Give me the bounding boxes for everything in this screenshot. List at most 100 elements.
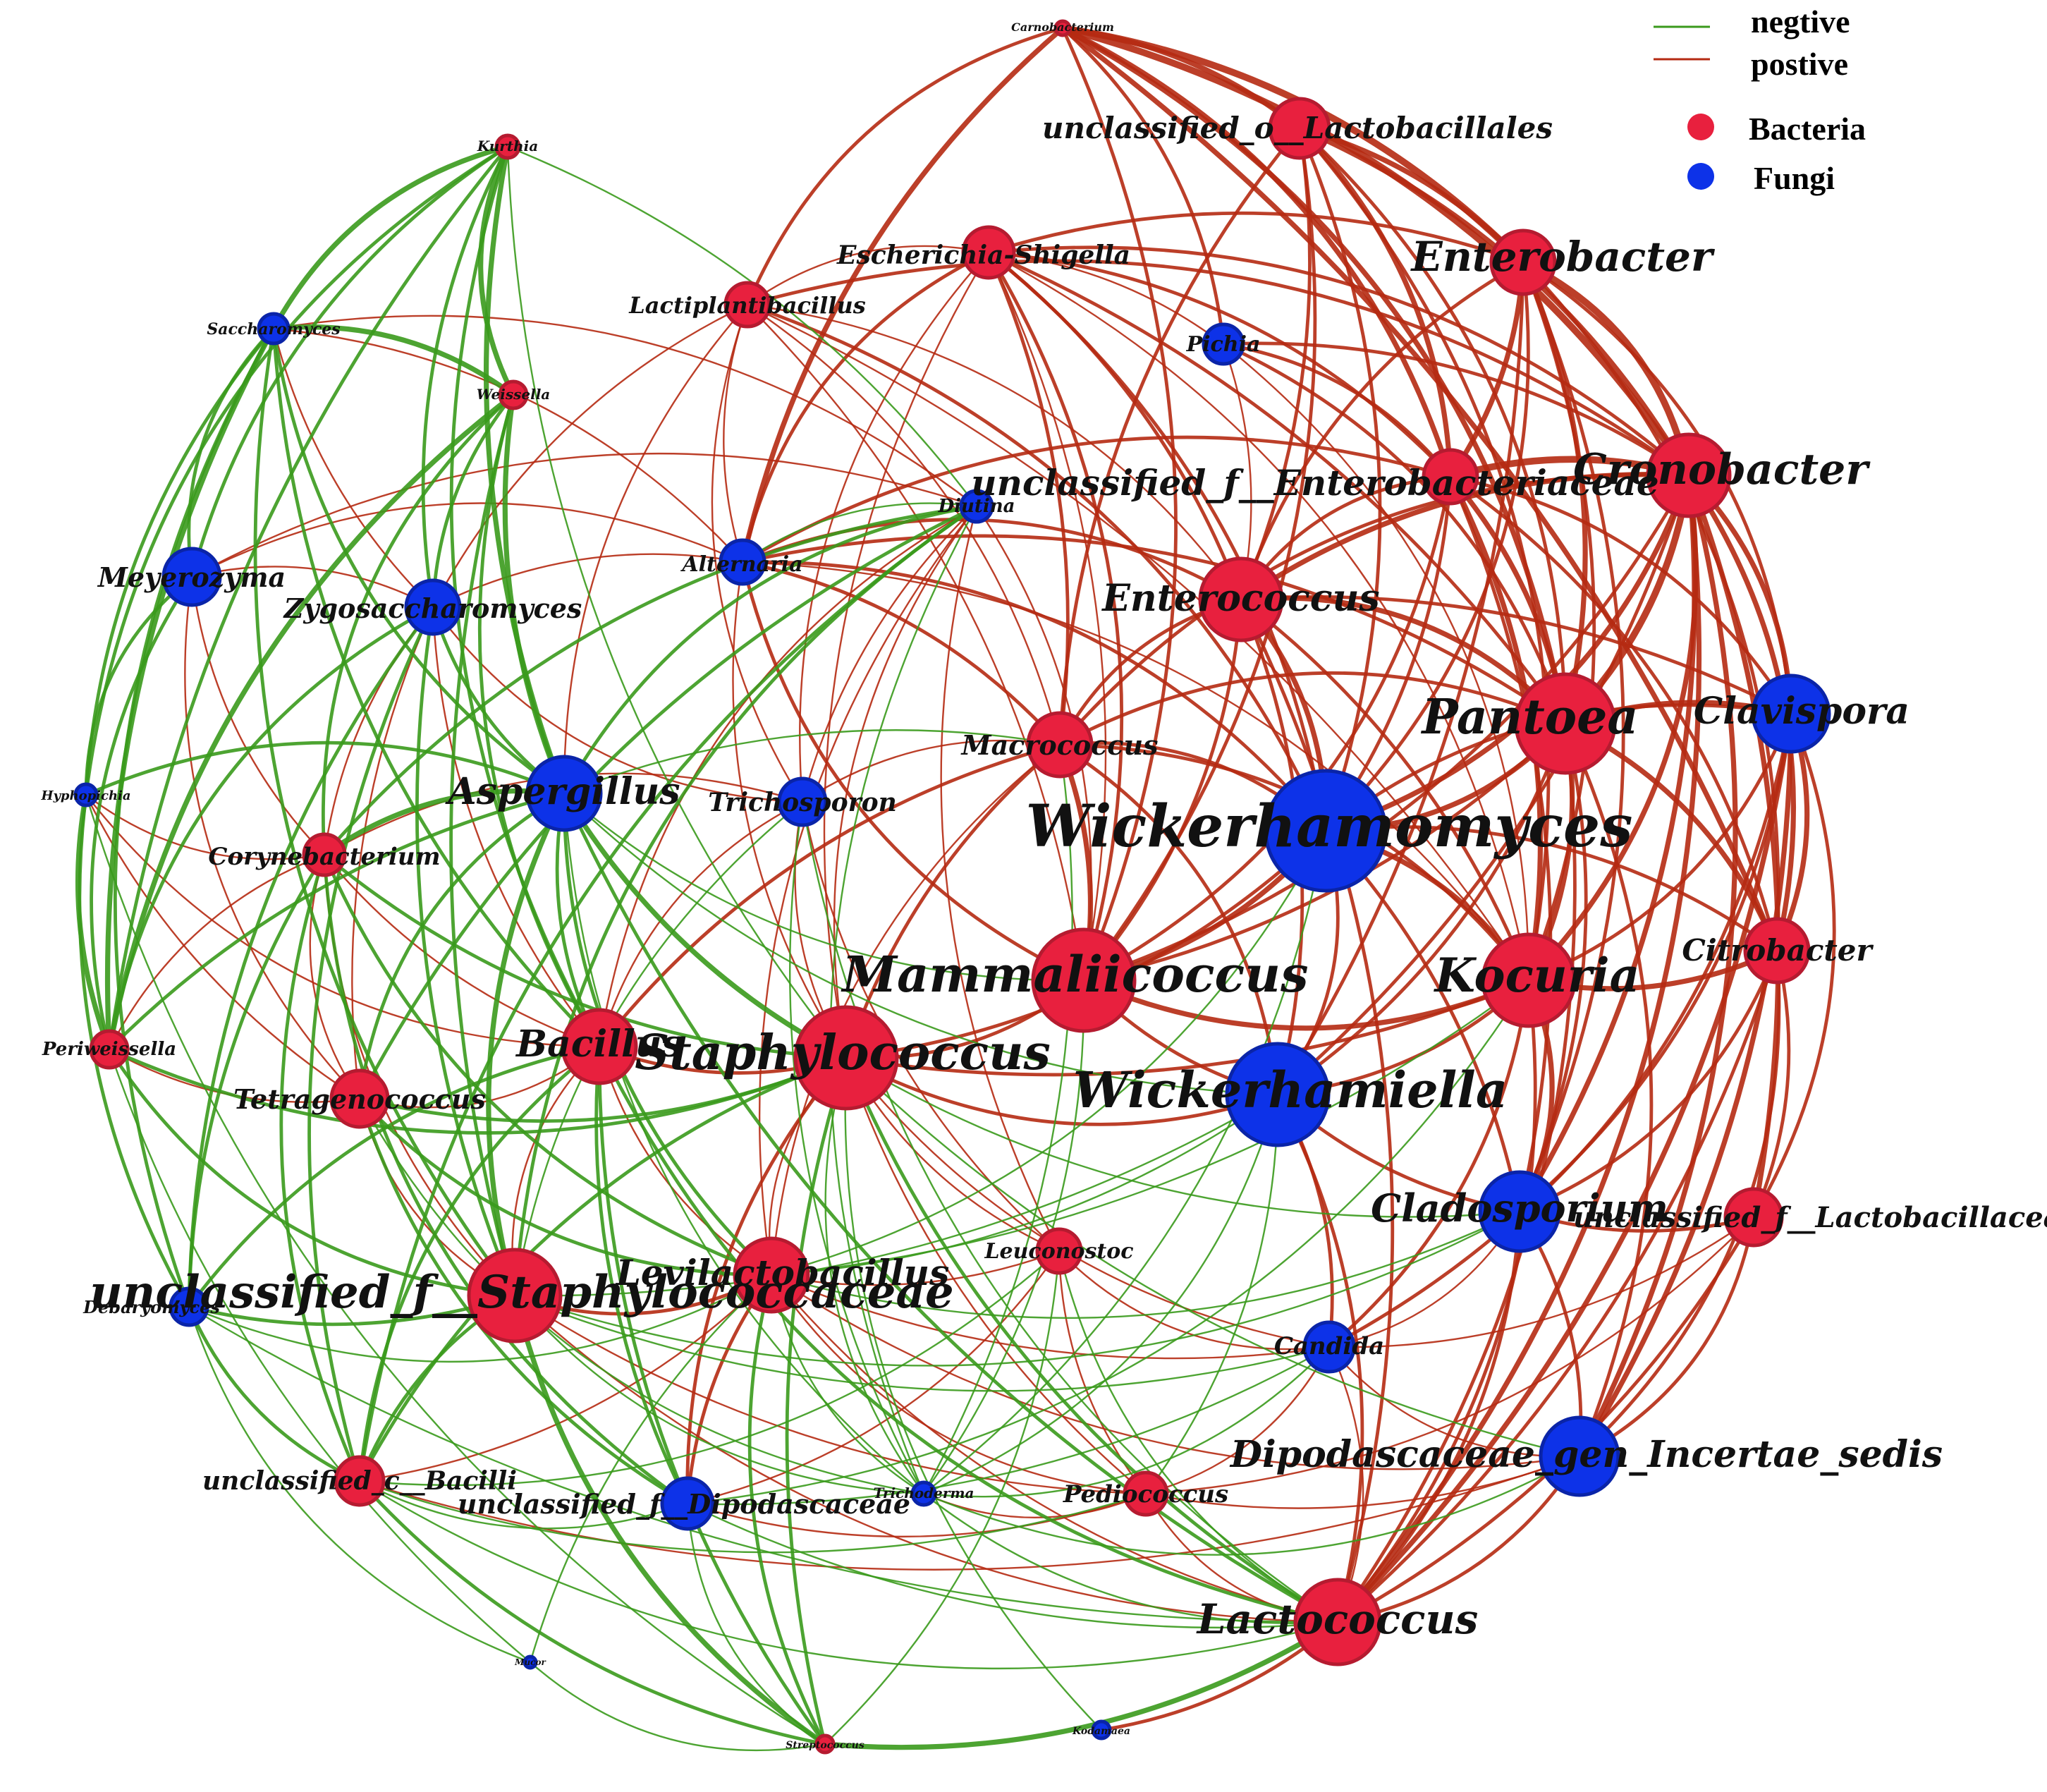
edge-positive	[1528, 713, 1793, 982]
edge-negative	[562, 792, 1339, 1624]
node-label-unc-f-lactobacillaceae: unclassified_f__Lactobacillaceae	[1573, 1201, 2047, 1234]
edge-negative	[421, 145, 510, 608]
node-label-cronobacter: Cronobacter	[1573, 445, 1871, 494]
node-kocuria	[1481, 932, 1577, 1028]
node-label-mammaliicoccus: Mammaliicoccus	[841, 945, 1309, 1004]
edge-positive	[1297, 128, 1382, 831]
edge-negative	[563, 793, 1084, 982]
edge-negative	[923, 1493, 1338, 1625]
edge-negative	[190, 145, 509, 578]
edge-positive	[1336, 980, 1537, 1623]
edge-positive	[988, 250, 1452, 478]
node-wickerhamomyces	[1264, 769, 1388, 893]
node-label-alternaria: Alternaria	[680, 552, 802, 577]
edge-positive	[833, 506, 977, 1059]
edge-positive	[1328, 1217, 1754, 1348]
edge-positive	[988, 250, 1567, 725]
edge-positive	[1752, 713, 1836, 1219]
edge-positive	[747, 303, 1242, 600]
node-mucor	[523, 1654, 538, 1670]
edge-positive	[1061, 25, 1568, 724]
edge-negative	[923, 1346, 1330, 1498]
node-leuconostoc	[1035, 1227, 1083, 1275]
legend-fungi-label: Fungi	[1754, 160, 1835, 196]
edge-positive	[1061, 27, 1226, 345]
node-label-cladosporium: Cladosporium	[1371, 1185, 1668, 1231]
node-enterobacter	[1489, 228, 1557, 296]
edge-positive	[1145, 1217, 1754, 1495]
edge-negative	[113, 327, 276, 1308]
edge-positive	[1336, 1211, 1522, 1623]
node-lactiplantibacillus	[723, 281, 771, 329]
edge-negative	[922, 744, 1073, 1494]
node-aspergillus	[525, 755, 603, 832]
node-kurthia	[494, 133, 521, 160]
edge-negative	[107, 145, 509, 1050]
edge-negative	[789, 801, 925, 1494]
node-label-citrobacter: Citrobacter	[1682, 933, 1874, 968]
edge-negative	[687, 1502, 1338, 1629]
edge-negative	[358, 1098, 924, 1495]
edge-positive	[1223, 342, 1452, 478]
edge-positive	[1297, 126, 1453, 477]
node-weissella	[498, 379, 529, 410]
node-saccharomyces	[257, 312, 291, 346]
edge-negative	[512, 1295, 827, 1746]
edge-positive	[845, 1057, 1147, 1494]
edge-positive	[742, 534, 1567, 725]
edge-positive	[1325, 825, 1778, 952]
node-label-clavispora: Clavispora	[1694, 690, 1909, 733]
edge-negative	[271, 144, 508, 330]
edge-positive	[742, 560, 1061, 746]
edge-positive	[771, 1274, 1147, 1495]
edge-positive	[988, 211, 1524, 264]
edge-positive	[432, 607, 600, 1047]
edge-negative	[771, 1210, 1520, 1319]
node-label-lactiplantibacillus: Lactiplantibacillus	[628, 292, 865, 319]
node-staphylococcus	[793, 1005, 899, 1111]
edge-negative	[187, 1306, 361, 1483]
edge-positive	[1298, 127, 1568, 724]
node-label-pantoea: Pantoea	[1421, 689, 1639, 745]
node-macrococcus	[1026, 711, 1094, 779]
node-clavispora	[1751, 673, 1831, 754]
edge-negative	[478, 145, 516, 396]
edge-negative	[322, 854, 772, 1277]
node-unc-f-staphylococcaceae	[467, 1248, 563, 1343]
node-unc-f-lactobacillaceae	[1723, 1187, 1784, 1248]
node-label-dipodascaceae-gen: Dipodascaceae_gen_Incertae_sedis	[1229, 1433, 1943, 1476]
node-label-enterobacter: Enterobacter	[1410, 233, 1715, 281]
edge-negative	[359, 1480, 688, 1530]
edge-negative	[561, 792, 848, 1061]
node-label-pediococcus: Pediococcus	[1063, 1480, 1228, 1508]
edge-negative	[562, 504, 977, 795]
node-label-wickerhamiella: Wickerhamiella	[1073, 1061, 1508, 1119]
edge-negative	[771, 830, 1327, 1276]
edge-negative	[785, 1057, 848, 1745]
edge-positive	[987, 251, 1243, 600]
edge-negative	[824, 1057, 924, 1494]
edge-negative	[84, 575, 193, 796]
edge-positive	[1082, 599, 1243, 982]
edge-negative	[824, 1619, 1339, 1750]
edge-positive	[432, 607, 803, 803]
edge-negative	[188, 1274, 772, 1363]
edge-positive	[711, 304, 804, 803]
legend: negtive postive Bacteria Fungi	[1654, 4, 1866, 196]
edge-positive	[741, 435, 1451, 564]
edge-positive	[986, 251, 1124, 981]
node-meyerozyma	[161, 547, 222, 607]
legend-bacteria-dot	[1687, 114, 1714, 140]
edge-positive	[1577, 713, 1794, 1458]
node-label-trichoderma: Trichoderma	[874, 1485, 974, 1501]
edge-positive	[1058, 473, 1689, 746]
edge-negative	[188, 1305, 1338, 1623]
node-unc-o-lactobacillales	[1268, 97, 1331, 160]
edge-positive	[747, 304, 1085, 981]
node-label-meyerozyma: Meyerozyma	[97, 561, 286, 593]
edge-negative	[514, 1210, 1520, 1367]
edge-positive	[1223, 341, 1690, 477]
node-label-zygosaccharomyces: Zygosaccharomyces	[283, 592, 582, 624]
edge-negative	[271, 328, 601, 1048]
